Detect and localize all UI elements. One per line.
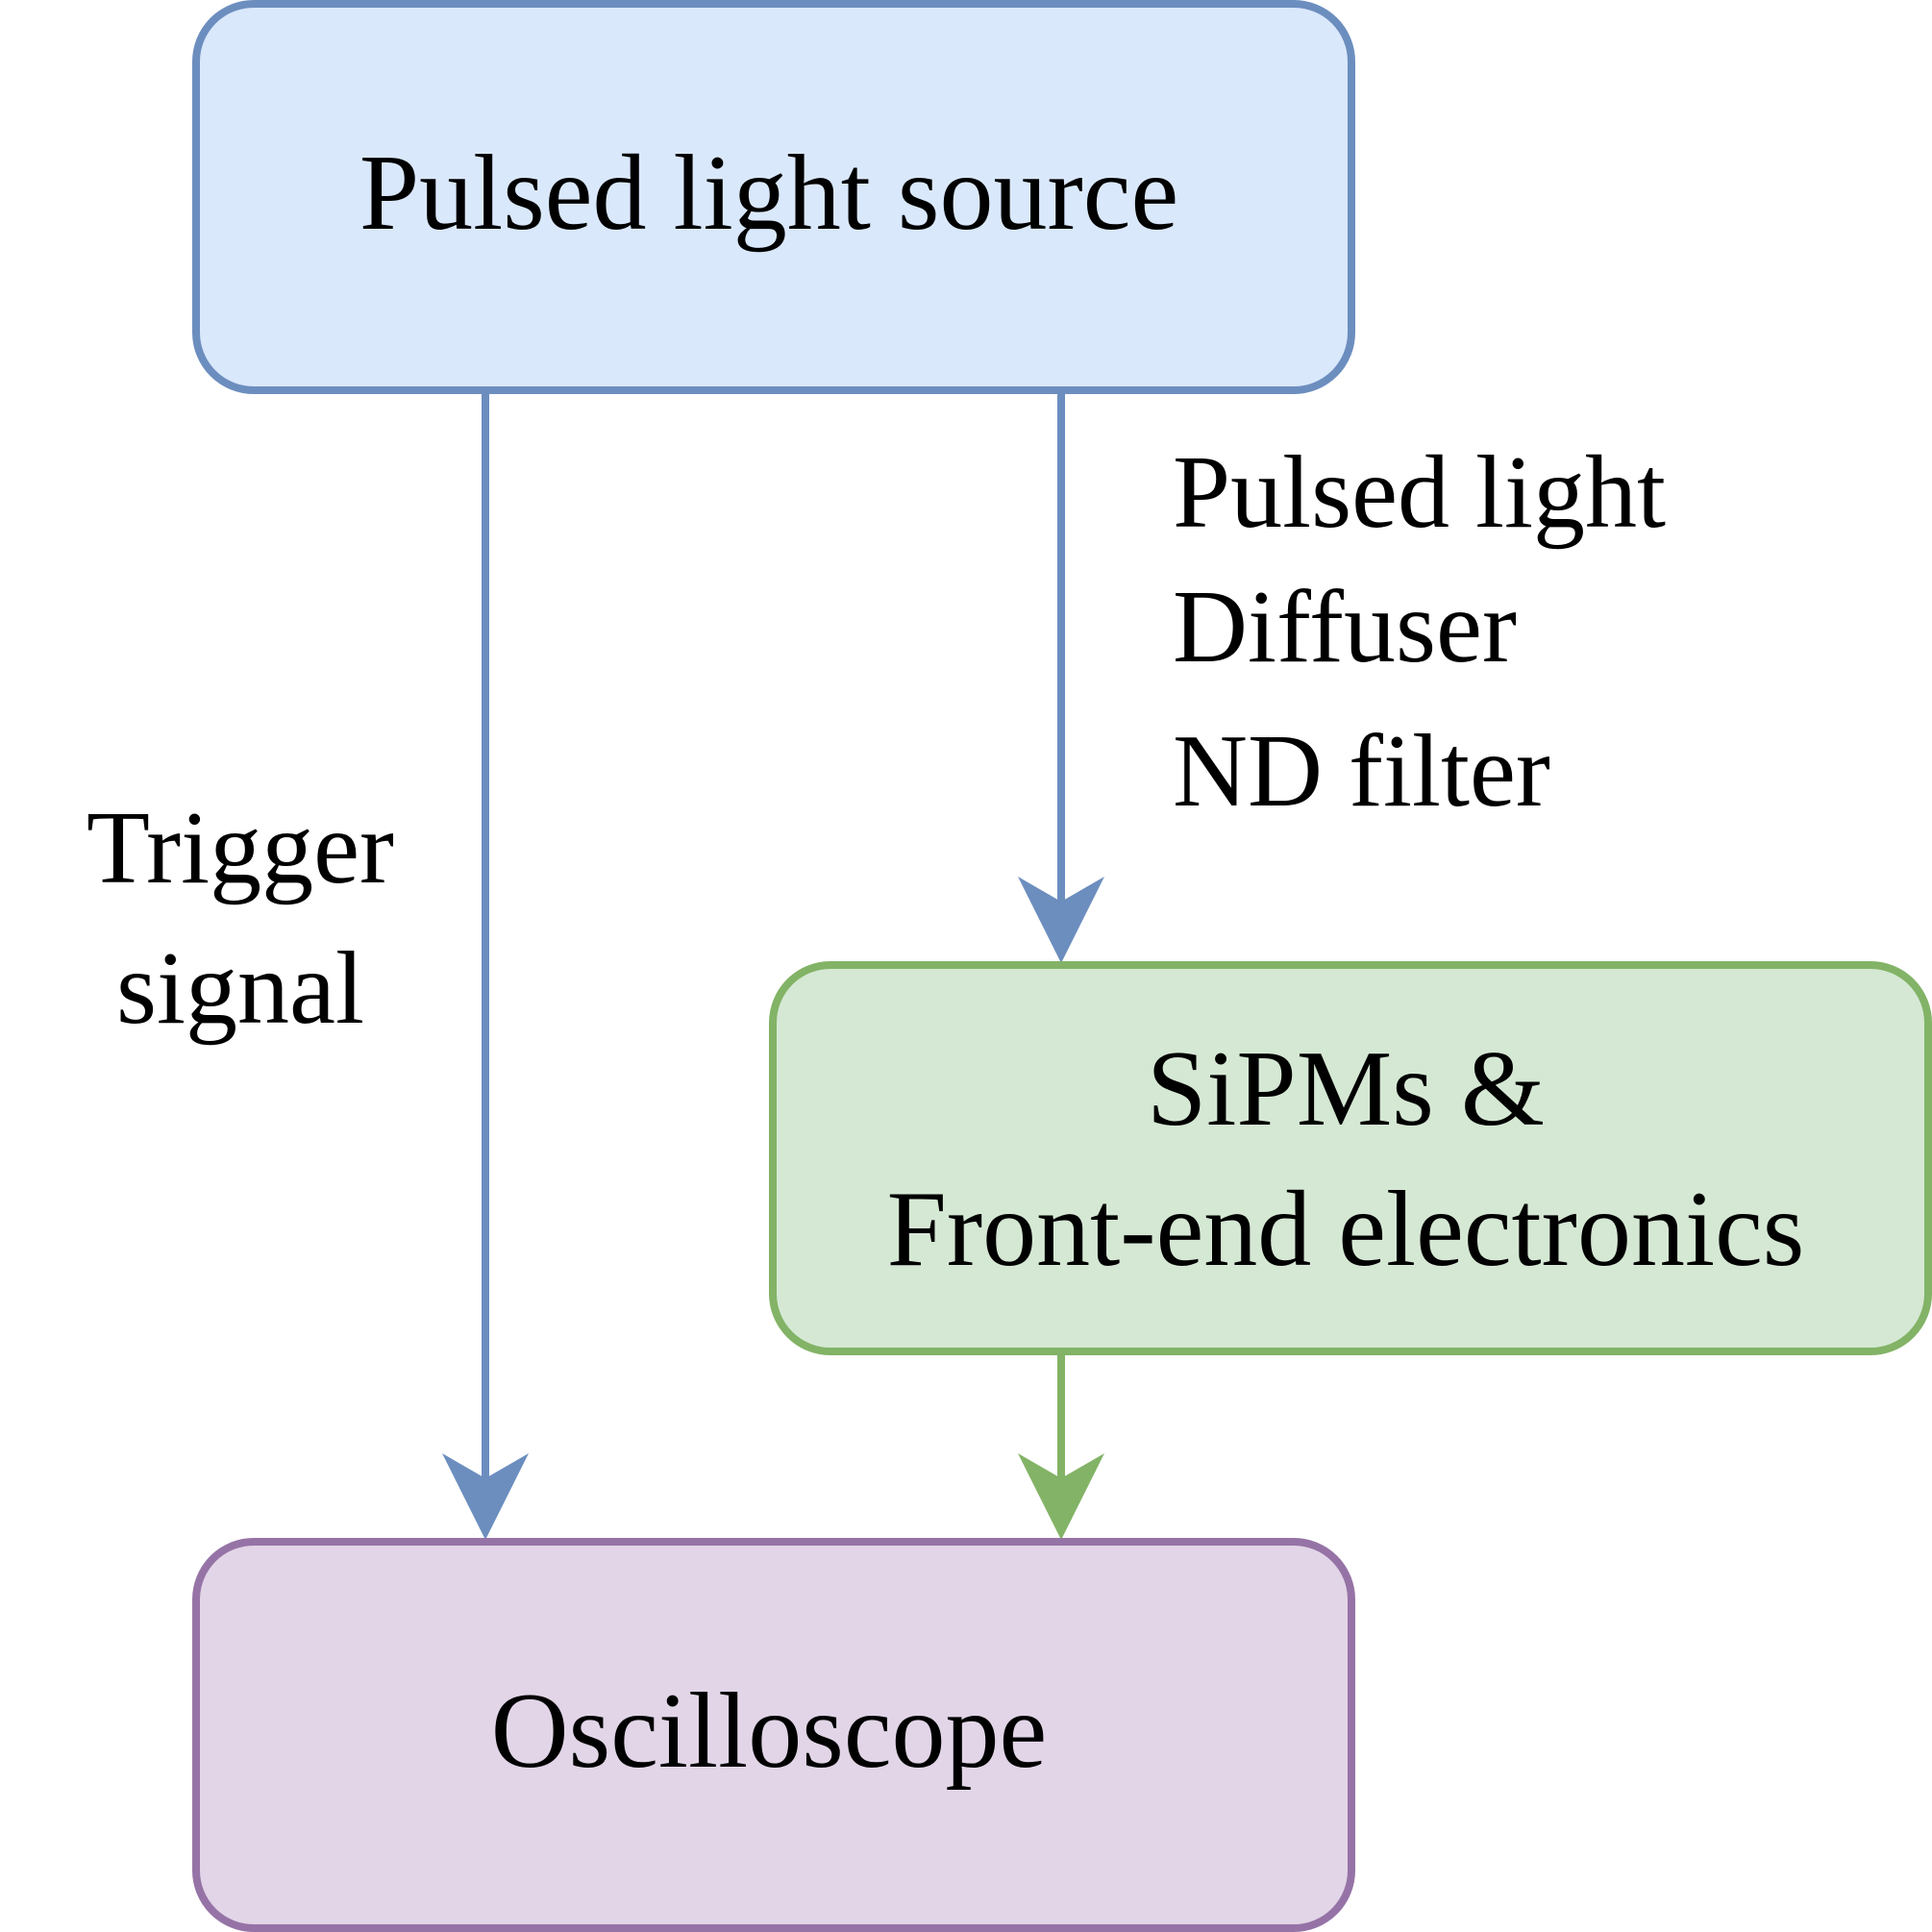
sipm-output-edge [1018,1352,1104,1540]
light-source-border [192,0,1355,394]
trigger-signal-edge [442,391,529,1540]
light-label-line3: ND filter [1173,714,1550,829]
trigger-label-line2: signal [116,931,364,1046]
oscilloscope-label: Oscilloscope [491,1672,1048,1791]
oscilloscope-border [192,1538,1355,1932]
sipms-node: SiPMs & Front-end electronics [769,961,1932,1355]
light-label-line1: Pulsed light [1173,435,1666,550]
light-source-node: Pulsed light source [192,0,1355,394]
oscilloscope-node: Oscilloscope [192,1538,1355,1932]
trigger-signal-arrowhead [442,1453,529,1540]
sipms-box [773,965,1928,1351]
sipm-output-arrowhead [1018,1453,1104,1540]
sipms-label-line1: SiPMs & [1147,1029,1545,1149]
pulsed-light-label: Pulsed light Diffuser ND filter [1173,435,1666,829]
pulsed-light-arrowhead [1018,877,1104,963]
light-source-label: Pulsed light source [359,134,1178,253]
sipms-border [769,961,1932,1355]
light-label-line2: Diffuser [1173,570,1517,684]
pulsed-light-edge [1018,391,1104,963]
light-source-box [196,4,1351,390]
trigger-label-line1: Trigger [87,791,394,905]
sipms-label-line2: Front-end electronics [887,1170,1805,1289]
oscilloscope-box [196,1542,1351,1928]
trigger-signal-label: Trigger signal [87,791,394,1046]
